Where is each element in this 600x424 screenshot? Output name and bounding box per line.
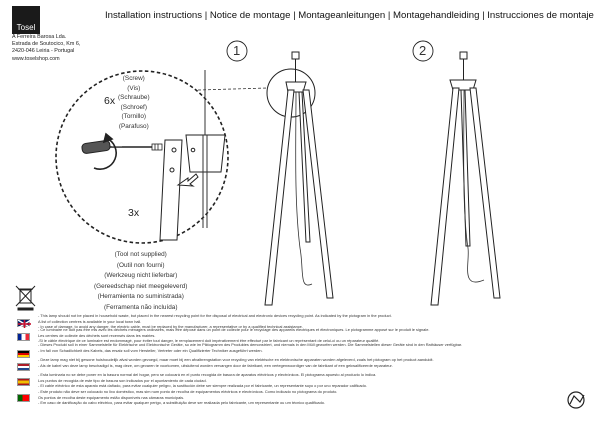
step1-leg-back — [298, 91, 311, 243]
note-line: - This lamp should not be placed in hous… — [38, 313, 392, 318]
assembly-arrow-icon — [176, 173, 199, 187]
screw-label-nl: (Schroef) — [120, 103, 147, 111]
weee-bin-icon — [15, 285, 36, 311]
brand-logo: Tosel — [12, 6, 40, 34]
note-line: - Este produto não deve ser colocado no … — [38, 389, 338, 394]
note-line: - Esta luminaria no se debe poner en la … — [38, 372, 377, 377]
notes-es: - Esta luminaria no se debe poner en la … — [38, 372, 558, 389]
step1-cable — [295, 91, 313, 286]
page-title: Installation instructions | Notice de mo… — [105, 10, 594, 21]
step1-number-circle — [226, 40, 248, 62]
step2-number-circle — [412, 40, 434, 62]
step2-socket — [459, 51, 468, 60]
step2-number: 2 — [419, 43, 427, 58]
screw-quantity: 6x — [104, 95, 116, 107]
flag-es-icon — [17, 378, 30, 386]
tool-label-pt: (Ferramenta não incluída) — [103, 303, 178, 311]
flag-fr-icon — [17, 333, 30, 341]
note-line: - Em caso de danificação do cabo eléctri… — [38, 400, 325, 406]
step1-number: 1 — [233, 43, 241, 58]
company-name: A Ferreira Barosa Lda. — [12, 34, 67, 40]
step1-socket — [291, 51, 300, 60]
company-city: 2420-046 Leiria - Portugal — [12, 48, 75, 55]
note-line: Les centres de collecte des déchets sont… — [38, 332, 156, 338]
company-address: A Ferreira Barosa Lda. Estrada de Soutoc… — [12, 34, 80, 63]
screwdriver-icon — [81, 140, 158, 154]
rotation-arrow-icon — [93, 132, 117, 170]
screw-label-pt: (Parafuso) — [118, 122, 149, 130]
screw-labels: (Screw) (Vis) (Schraube) (Schroef) (Torn… — [118, 74, 150, 132]
flag-nl-icon — [17, 363, 30, 371]
step1-leg-left — [264, 89, 295, 306]
tool-label-nl: (Gereedschap niet meegeleverd) — [94, 282, 188, 290]
screw-label-fr: (Vis) — [127, 84, 141, 92]
note-line: - Deze lamp mag niet bij gewone huishoud… — [38, 357, 434, 362]
screw-label-de: (Schraube) — [118, 94, 150, 102]
recycling-icon — [567, 391, 585, 409]
note-line: A list of collection centres is availabl… — [38, 318, 142, 324]
step2-cable — [463, 89, 485, 283]
leg-quantity: 3x — [128, 207, 140, 219]
step2-lamp — [430, 51, 501, 306]
note-line: -Si le câble électrique de ce luminaire … — [38, 338, 380, 344]
notes-en: - This lamp should not be placed in hous… — [38, 313, 558, 330]
tool-labels: (Tool not supplied) (Outil non fourni) (… — [94, 250, 187, 313]
note-line: - Als de kabel van deze lamp beschadigd … — [38, 362, 393, 368]
company-street: Estrada de Soutocico, Km 6, — [12, 41, 81, 48]
notes-fr: - Ce luminaire ne doit pas être mis avec… — [38, 327, 558, 344]
step1-leg-right — [302, 89, 334, 299]
detail-lead-line — [197, 87, 269, 91]
notes-nl: - Deze lamp mag niet bij gewone huishoud… — [38, 357, 558, 372]
logo-text: Tosel — [16, 23, 36, 32]
flag-uk-icon — [17, 319, 31, 328]
note-line: - In case of damage, to avoid any danger… — [38, 324, 303, 330]
note-line: - Ce luminaire ne doit pas être mis avec… — [38, 327, 430, 332]
flag-de-icon — [17, 350, 30, 358]
screw-icon — [151, 143, 163, 151]
tool-label-en: (Tool not supplied) — [114, 251, 167, 258]
note-line: - El cable eléctrico de esta aparato est… — [38, 383, 367, 389]
screw-label-en: (Screw) — [122, 75, 145, 82]
notes-de: - Dieses Produkt soll in einer Sammelste… — [38, 342, 558, 357]
flag-pt-icon — [17, 394, 30, 402]
safety-notes: - This lamp should not be placed in hous… — [38, 313, 558, 407]
step2-leg-left — [430, 87, 460, 306]
screw-label-es: (Tornillo) — [121, 113, 147, 121]
note-line: - Dieses Produkt soll in einer Sammelste… — [38, 342, 463, 347]
tool-label-fr: (Outil non fourni) — [116, 261, 165, 269]
detail-leg — [159, 139, 183, 241]
step1-lamp — [264, 51, 334, 306]
step2-leg-right — [469, 87, 501, 299]
note-line: Os pontos de recolha deste equipamento e… — [38, 394, 185, 400]
note-line: Los puntos de recogida de este tipo de b… — [38, 377, 207, 383]
notes-pt: - Este produto não deve ser colocado no … — [38, 389, 558, 406]
company-web: www.toselshop.com — [12, 55, 60, 62]
tool-label-de: (Werkzeug nicht lieferbar) — [104, 272, 178, 279]
note-line: - Im fall von Schadlichkeit des Kabels, … — [38, 347, 263, 353]
detail-socket — [185, 70, 226, 228]
tool-label-es: (Herramienta no suministrada) — [97, 293, 184, 300]
detail-zoom-circle — [55, 70, 229, 244]
